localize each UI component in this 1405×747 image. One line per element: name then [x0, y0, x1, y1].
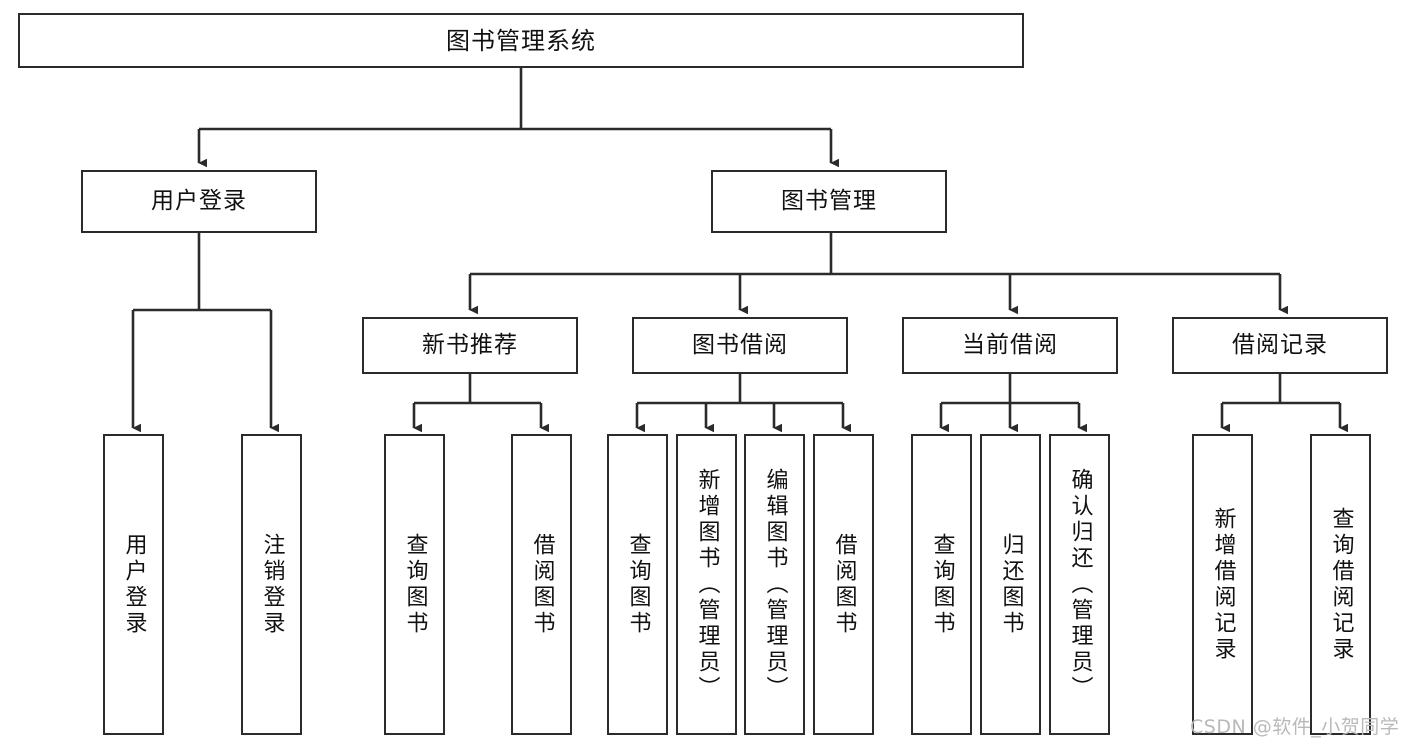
leaf-current-confirm-return-admin[interactable]: 确认归还（管理员）: [1049, 434, 1110, 735]
leaf-user-login-logout[interactable]: 注销登录: [241, 434, 302, 735]
node-borrow-record[interactable]: 借阅记录: [1172, 317, 1388, 374]
node-label: 确认归还（管理员）: [1067, 467, 1093, 702]
node-book-borrow[interactable]: 图书借阅: [632, 317, 848, 374]
node-user-login[interactable]: 用户登录: [81, 170, 317, 233]
node-current-borrow[interactable]: 当前借阅: [902, 317, 1118, 374]
node-label: 注销登录: [259, 532, 285, 637]
node-label: 查询图书: [402, 532, 428, 637]
leaf-current-query-book[interactable]: 查询图书: [911, 434, 972, 735]
node-root-system[interactable]: 图书管理系统: [18, 13, 1024, 68]
leaf-borrow-edit-book-admin[interactable]: 编辑图书（管理员）: [744, 434, 805, 735]
leaf-new-book-borrow[interactable]: 借阅图书: [511, 434, 572, 735]
node-label: 当前借阅: [962, 332, 1058, 358]
node-label: 新增借阅记录: [1210, 506, 1236, 663]
node-label: 图书管理系统: [446, 26, 596, 55]
leaf-new-book-query[interactable]: 查询图书: [384, 434, 445, 735]
leaf-borrow-query-book[interactable]: 查询图书: [607, 434, 668, 735]
leaf-borrow-add-book-admin[interactable]: 新增图书（管理员）: [676, 434, 737, 735]
node-label: 借阅图书: [529, 532, 555, 637]
node-label: 编辑图书（管理员）: [762, 467, 788, 702]
node-label: 查询图书: [929, 532, 955, 637]
node-label: 图书管理: [781, 188, 877, 214]
leaf-record-query-record[interactable]: 查询借阅记录: [1310, 434, 1371, 735]
node-label: 新书推荐: [422, 332, 518, 358]
node-label: 新增图书（管理员）: [694, 467, 720, 702]
node-label: 用户登录: [151, 188, 247, 214]
leaf-borrow-borrow-book[interactable]: 借阅图书: [813, 434, 874, 735]
node-label: 借阅记录: [1232, 332, 1328, 358]
node-label: 查询借阅记录: [1328, 506, 1354, 663]
node-label: 用户登录: [121, 532, 147, 637]
leaf-record-add-record[interactable]: 新增借阅记录: [1192, 434, 1253, 735]
node-book-management[interactable]: 图书管理: [711, 170, 947, 233]
node-label: 查询图书: [625, 532, 651, 637]
node-new-book-recommend[interactable]: 新书推荐: [362, 317, 578, 374]
watermark-text: CSDN @软件_小贺同学: [1190, 716, 1400, 738]
leaf-current-return-book[interactable]: 归还图书: [980, 434, 1041, 735]
leaf-user-login-login[interactable]: 用户登录: [103, 434, 164, 735]
node-label: 借阅图书: [831, 532, 857, 637]
node-label: 图书借阅: [692, 332, 788, 358]
node-label: 归还图书: [998, 532, 1024, 637]
